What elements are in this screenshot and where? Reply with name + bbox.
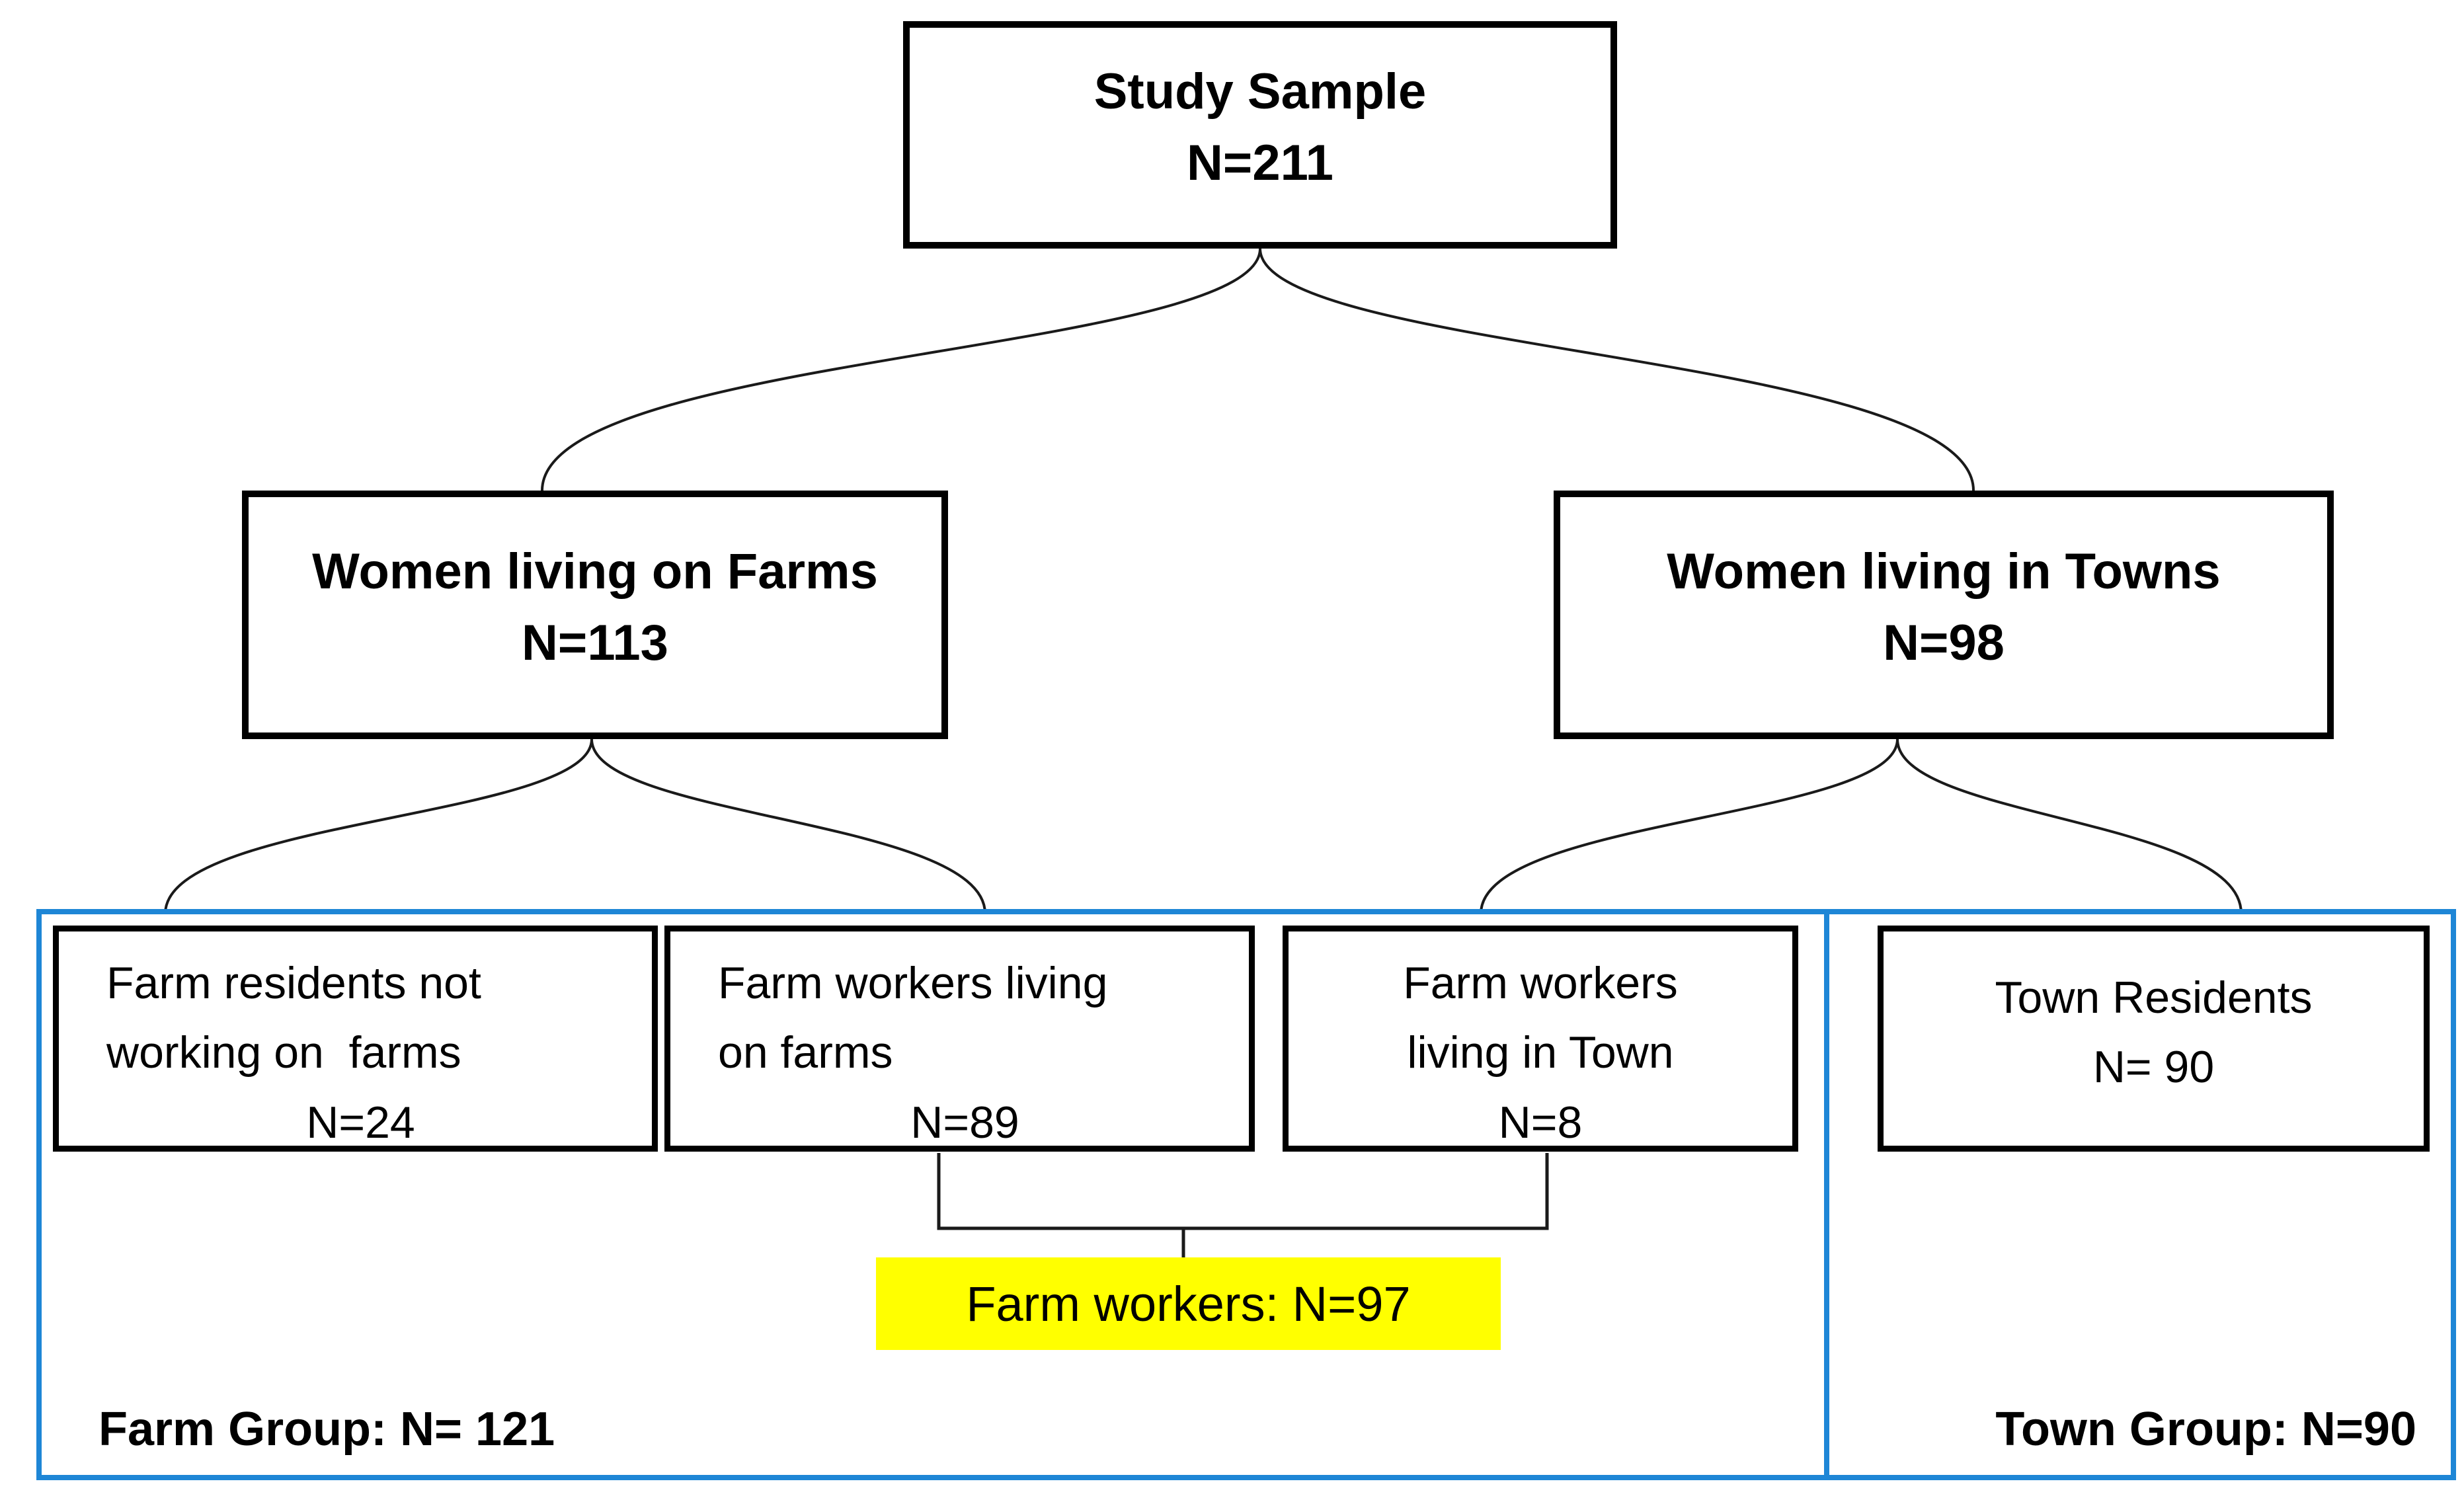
box-text-line: N= 90 <box>2092 1042 2215 1093</box>
farm-workers-total-highlight: Farm workers: N=97 <box>876 1257 1501 1350</box>
box-text-line: working on farms <box>106 1027 461 1078</box>
box-text-line: on farms <box>718 1027 893 1078</box>
box-text-line: Town Residents <box>1995 972 2313 1023</box>
box-text-line: Women living in Towns <box>1667 543 2221 600</box>
connector-farm-to-residents <box>164 738 593 914</box>
box-text-line: N=24 <box>306 1097 415 1148</box>
box-text-line: Farm workers living <box>718 958 1108 1008</box>
box-text-line: living in Town <box>1407 1027 1674 1078</box>
connector-town-to-residents <box>1896 738 2243 914</box>
connector-study-to-town <box>1259 248 1975 491</box>
farm-group-label: Farm Group: N= 121 <box>99 1403 555 1456</box>
box-text-line: Farm residents not <box>106 958 481 1008</box>
box-text-line: N=113 <box>522 615 668 671</box>
box-text-line: N=89 <box>910 1097 1019 1148</box>
box-text-line: N=211 <box>1187 135 1333 191</box>
connector-study-to-farm <box>541 248 1261 491</box>
box-text-line: Women living on Farms <box>312 543 878 600</box>
box-text-line: N=98 <box>1883 615 2005 671</box>
connector-farm-to-workers <box>590 738 986 914</box>
box-text-line: Study Sample <box>1093 63 1427 120</box>
connector-town-to-workers <box>1480 738 1899 914</box>
box-text-line: Farm workers <box>1403 958 1678 1008</box>
town-residents-box: Town Residents N= 90 <box>1878 926 2430 1152</box>
box-text-line: N=8 <box>1498 1097 1583 1148</box>
town-group-label: Town Group: N=90 <box>1995 1403 2416 1456</box>
town-group-container: Town Group: N=90 <box>1824 909 2456 1480</box>
